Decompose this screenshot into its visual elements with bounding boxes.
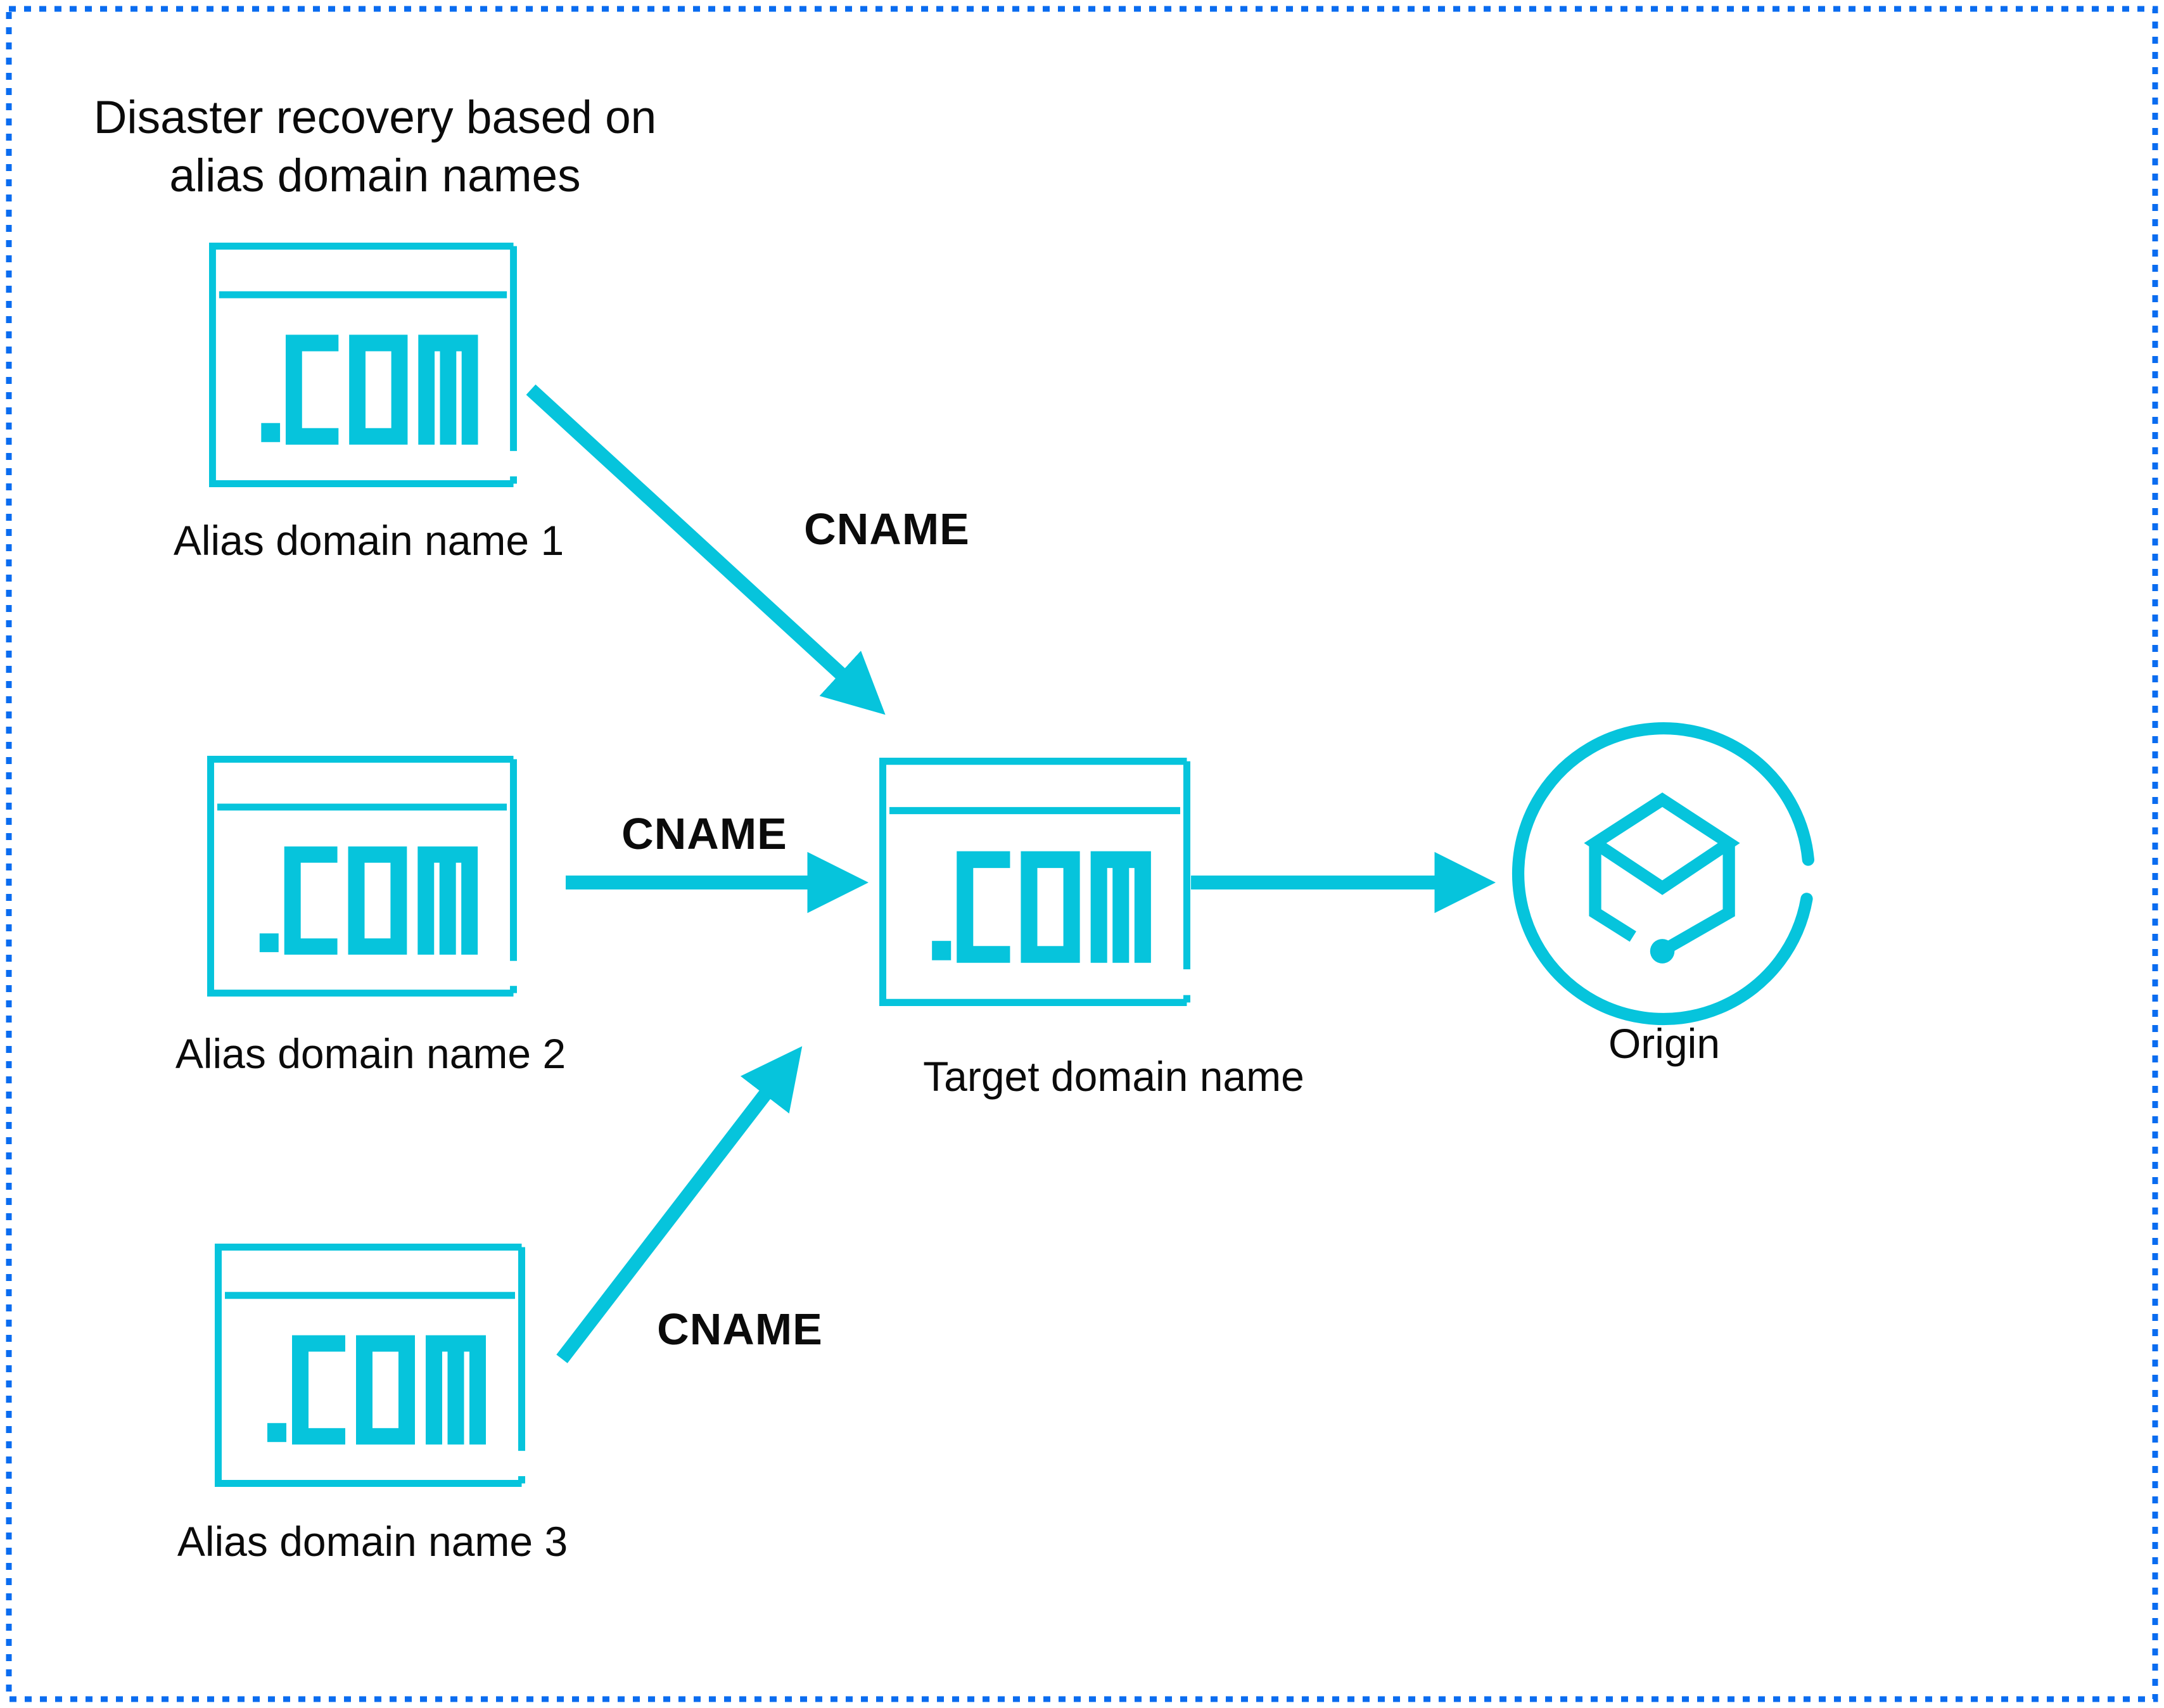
selection-dashed-border <box>6 6 2158 1702</box>
origin-cube-circle-icon <box>1512 722 1815 1026</box>
diagram-title-line2: alias domain names <box>169 150 581 201</box>
cname-arrow-alias3-to-target <box>556 1046 803 1363</box>
cname-arrow-alias1-to-target <box>526 384 886 715</box>
origin-anchor-dot <box>1650 939 1675 964</box>
dotcom-browser-icon <box>207 756 517 997</box>
dotcom-browser-icon <box>879 758 1190 1006</box>
target-label: Target domain name <box>923 1053 1304 1100</box>
cname1-edge-label: CNAME <box>804 504 970 554</box>
alias2-label: Alias domain name 2 <box>175 1030 566 1077</box>
alias3-label: Alias domain name 3 <box>177 1518 568 1565</box>
diagram-title-line1: Disaster recovery based on <box>93 92 657 143</box>
diagram-title: Disaster recovery based on alias domain … <box>58 89 692 205</box>
origin-label: Origin <box>1608 1020 1721 1067</box>
cname3-edge-label: CNAME <box>657 1304 823 1354</box>
alias1-label: Alias domain name 1 <box>173 517 564 564</box>
dotcom-browser-icon <box>209 243 517 487</box>
cname2-edge-label: CNAME <box>621 809 787 858</box>
dotcom-browser-icon <box>215 1244 525 1487</box>
